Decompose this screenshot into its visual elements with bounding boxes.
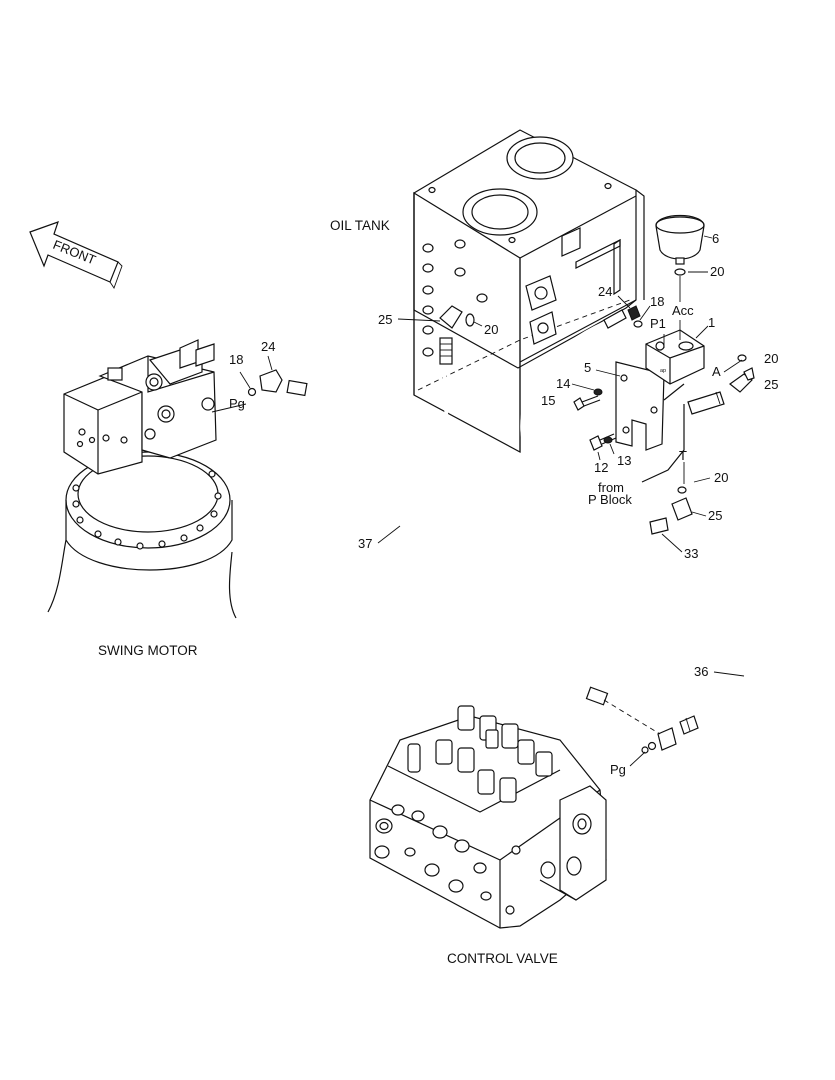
part-33: 33 xyxy=(684,546,698,561)
part-18-block: 18 xyxy=(650,294,664,309)
part-20-t: 20 xyxy=(714,470,728,485)
hose-36 xyxy=(439,337,751,735)
pg-valve-label: Pg xyxy=(610,762,626,777)
part-25-a: 25 xyxy=(764,377,778,392)
block-fitting-24 xyxy=(617,295,651,328)
p1-label: P1 xyxy=(650,316,666,331)
part-24-block: 24 xyxy=(598,284,612,299)
part-37: 37 xyxy=(358,536,372,551)
swing-motor xyxy=(47,339,237,619)
part-20-acc: 20 xyxy=(710,264,724,279)
front-arrow: FRONT xyxy=(29,221,123,289)
control-valve-label: CONTROL VALVE xyxy=(447,951,558,966)
hose-33 xyxy=(520,309,669,535)
from-label: from xyxy=(598,480,624,495)
t-port-fitting xyxy=(671,462,711,521)
t-port-label: T xyxy=(679,448,687,463)
part-25-t: 25 xyxy=(708,508,722,523)
valve-block: ᵃᵖ xyxy=(615,320,709,451)
part-14: 14 xyxy=(556,376,570,391)
oil-tank xyxy=(413,129,645,454)
part-5: 5 xyxy=(584,360,591,375)
a-port-fitting xyxy=(641,354,755,483)
part-20-tank: 20 xyxy=(484,322,498,337)
part-20-a: 20 xyxy=(764,351,778,366)
bolt-15 xyxy=(571,383,603,411)
part-25-tank: 25 xyxy=(378,312,392,327)
hose-37 xyxy=(286,379,609,706)
tank-elbow-fitting xyxy=(397,305,483,329)
part-36: 36 xyxy=(694,664,708,679)
part-15: 15 xyxy=(541,393,555,408)
valve-pg-fitting xyxy=(603,699,677,767)
motor-fitting-24 xyxy=(211,355,283,413)
control-valve-spools xyxy=(407,705,553,803)
a-port-label: A xyxy=(712,364,721,379)
pg-motor-label: Pg xyxy=(229,396,245,411)
part-1: 1 xyxy=(708,315,715,330)
control-valve xyxy=(369,705,607,929)
part-12: 12 xyxy=(594,460,608,475)
p-block-label: P Block xyxy=(588,492,632,507)
bolt-12 xyxy=(589,433,617,461)
control-valve-ports xyxy=(374,804,592,915)
svg-text:ᵃᵖ: ᵃᵖ xyxy=(660,367,666,376)
part-6: 6 xyxy=(712,231,719,246)
swing-motor-label: SWING MOTOR xyxy=(98,643,198,658)
part-18-motor: 18 xyxy=(229,352,243,367)
part-13: 13 xyxy=(617,453,631,468)
tank-ports xyxy=(422,182,612,357)
part-24-motor: 24 xyxy=(261,339,275,354)
oil-tank-label: OIL TANK xyxy=(330,218,390,233)
accumulator xyxy=(655,215,713,302)
acc-label: Acc xyxy=(672,303,694,318)
